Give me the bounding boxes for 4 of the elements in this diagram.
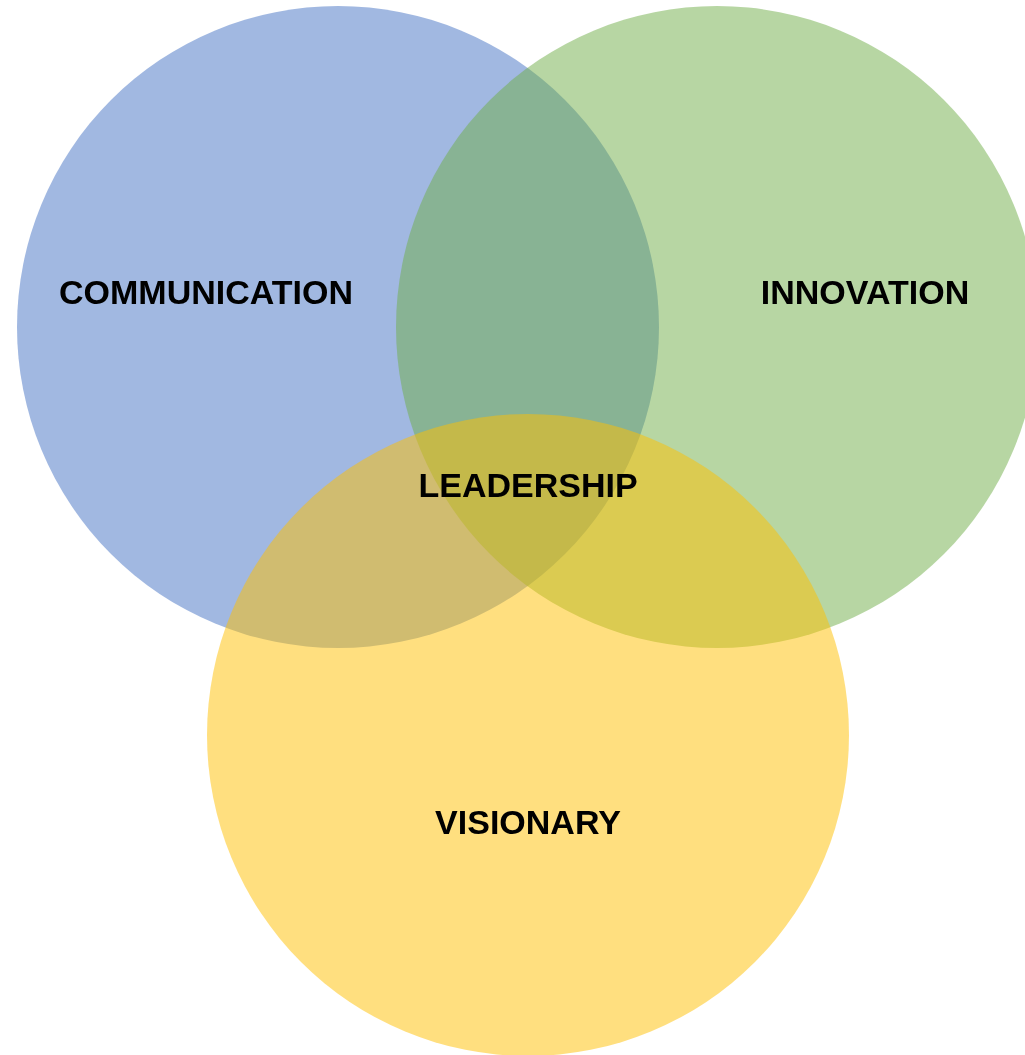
circle-label: INNOVATION — [760, 272, 970, 312]
overlap-label: LEADERSHIP — [418, 465, 638, 505]
circle-label: COMMUNICATION — [59, 272, 353, 312]
circle-label: VISIONARY — [435, 802, 621, 842]
